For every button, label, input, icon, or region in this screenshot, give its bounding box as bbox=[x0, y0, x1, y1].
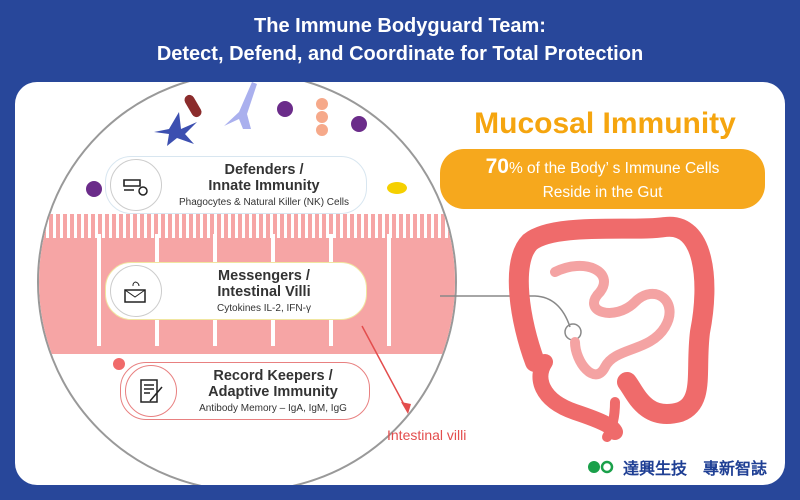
intestine-illustration bbox=[361, 216, 715, 442]
intestinal-villi-label: Intestinal villi bbox=[387, 427, 467, 443]
document-pen-icon bbox=[125, 365, 177, 417]
cell-border bbox=[97, 234, 101, 346]
villi-arrow bbox=[361, 325, 409, 413]
connector-line bbox=[440, 295, 571, 328]
gut-statistic-badge: 70% of the Body’ s Immune Cells Reside i… bbox=[440, 149, 765, 209]
cell-border bbox=[387, 234, 391, 346]
signal-envelope-icon bbox=[110, 265, 162, 317]
brand-logo: 達興生技 專新智誌 bbox=[587, 455, 767, 479]
infinity-logo-icon bbox=[588, 460, 614, 474]
microvilli-fringe bbox=[39, 212, 455, 238]
mucosal-immunity-title: Mucosal Immunity bbox=[474, 107, 736, 140]
hand-target-icon bbox=[110, 159, 162, 211]
page-title: The Immune Bodyguard Team: Detect, Defen… bbox=[156, 15, 644, 65]
